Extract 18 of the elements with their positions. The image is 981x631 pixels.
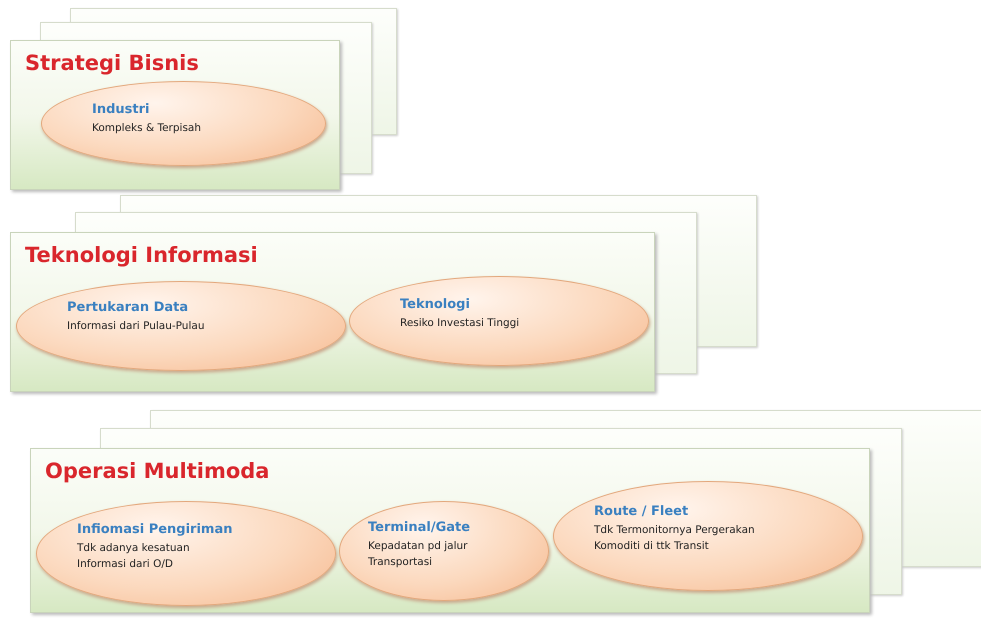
ellipse-title: Industri xyxy=(92,102,150,117)
ellipse-text: Kepadatan pd jalur Transportasi xyxy=(368,539,468,570)
ellipse-text: Tdk Termonitornya Pergerakan Komoditi di ttk Transit xyxy=(594,523,756,554)
ellipse-title: Route / Fleet xyxy=(594,504,688,519)
ellipse-text: Informasi dari Pulau-Pulau xyxy=(67,319,206,334)
ellipse-title: Terminal/Gate xyxy=(368,520,470,535)
panel-title: Teknologi Informasi xyxy=(25,243,258,267)
ellipse-text: Kompleks & Terpisah xyxy=(92,121,202,136)
category-panel xyxy=(10,232,655,392)
category-panel xyxy=(10,40,340,190)
panel-title: Strategi Bisnis xyxy=(25,51,199,75)
ellipse-text: Resiko Investasi Tinggi xyxy=(400,316,520,331)
ellipse-text: Tdk adanya kesatuan Informasi dari O/D xyxy=(77,541,191,572)
ellipse-title: Infiomasi Pengiriman xyxy=(77,522,232,537)
ellipse-title: Pertukaran Data xyxy=(67,300,188,315)
panel-title: Operasi Multimoda xyxy=(45,459,270,483)
category-panel xyxy=(30,448,870,613)
ellipse-title: Teknologi xyxy=(400,297,470,312)
